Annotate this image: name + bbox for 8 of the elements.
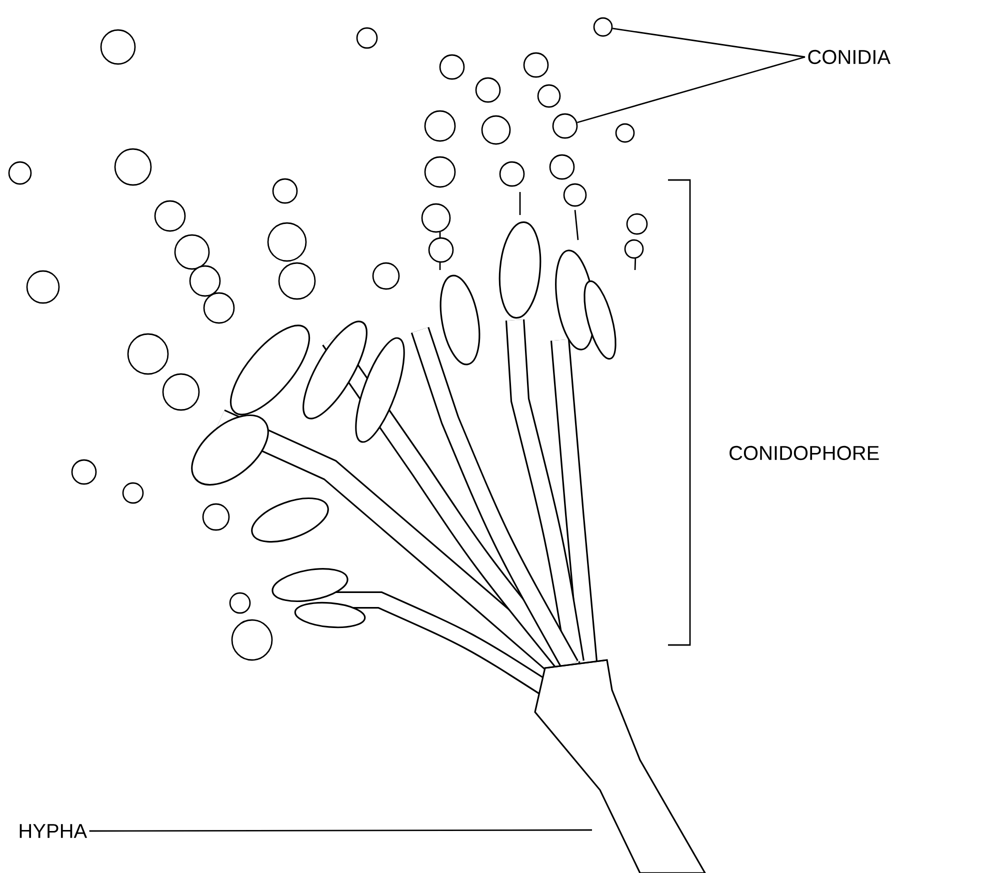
structure-label: CONIDIA (808, 50, 890, 64)
conidium (593, 17, 613, 37)
leader-line (612, 28, 806, 58)
structure-label: HYPHA (20, 824, 88, 838)
conidium (552, 113, 578, 139)
leader-line (577, 56, 806, 124)
structure-label: CONIDOPHORE (730, 446, 879, 460)
leader-line (89, 829, 592, 832)
